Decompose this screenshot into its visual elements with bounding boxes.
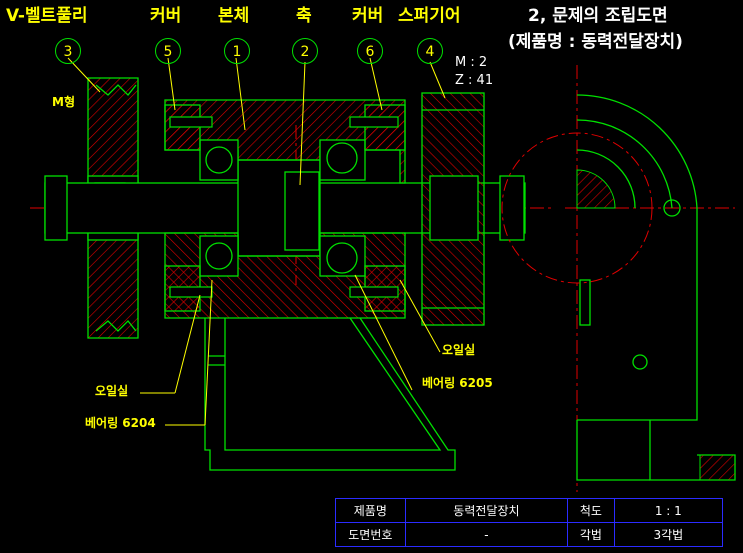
cover-bolts bbox=[169, 116, 399, 298]
callout-pulley-type: M형 bbox=[52, 95, 75, 109]
title-block: 제품명 동력전달장치 척도 1 : 1 도면번호 - 각법 3각법 bbox=[335, 498, 724, 547]
label-body: 본체 bbox=[218, 6, 250, 26]
support-base bbox=[204, 317, 456, 471]
gear-module: M : 2 bbox=[455, 55, 488, 70]
label-spur-gear: 스퍼기어 bbox=[398, 6, 461, 26]
balloon-3: 3 bbox=[55, 38, 81, 64]
drawing-subtitle: (제품명 : 동력전달장치) bbox=[508, 32, 683, 52]
label-shaft: 축 bbox=[296, 6, 312, 26]
drawing-no-value: - bbox=[404, 522, 569, 547]
housing-body bbox=[164, 99, 406, 319]
side-view bbox=[576, 94, 736, 481]
callout-oil-seal-right: 오일실 bbox=[442, 343, 476, 357]
product-value: 동력전달장치 bbox=[404, 498, 569, 523]
balloon-5: 5 bbox=[155, 38, 181, 64]
label-cover-right: 커버 bbox=[352, 6, 384, 26]
gear-teeth: Z : 41 bbox=[455, 73, 494, 88]
product-label: 제품명 bbox=[335, 498, 406, 523]
balloon-6: 6 bbox=[357, 38, 383, 64]
callout-bearing-left: 베어링 6204 bbox=[85, 416, 156, 430]
callout-bearing-right: 베어링 6205 bbox=[422, 376, 493, 390]
drawing-title: 2, 문제의 조립도면 bbox=[528, 6, 668, 26]
balloon-2: 2 bbox=[292, 38, 318, 64]
scale-label: 척도 bbox=[567, 498, 615, 523]
projection-label: 각법 bbox=[567, 522, 615, 547]
balloon-4: 4 bbox=[417, 38, 443, 64]
label-cover-left: 커버 bbox=[150, 6, 182, 26]
balloon-1: 1 bbox=[224, 38, 250, 64]
pitch-circle bbox=[501, 132, 653, 284]
drawing-no-label: 도면번호 bbox=[335, 522, 406, 547]
side-view-hatch bbox=[576, 169, 736, 481]
leader-lines bbox=[67, 57, 446, 426]
spur-gear bbox=[421, 92, 485, 326]
callout-oil-seal-left: 오일실 bbox=[95, 384, 129, 398]
projection-value: 3각법 bbox=[613, 522, 724, 547]
scale-value: 1 : 1 bbox=[613, 498, 724, 523]
label-v-belt-pulley: V-벨트풀리 bbox=[6, 6, 88, 26]
